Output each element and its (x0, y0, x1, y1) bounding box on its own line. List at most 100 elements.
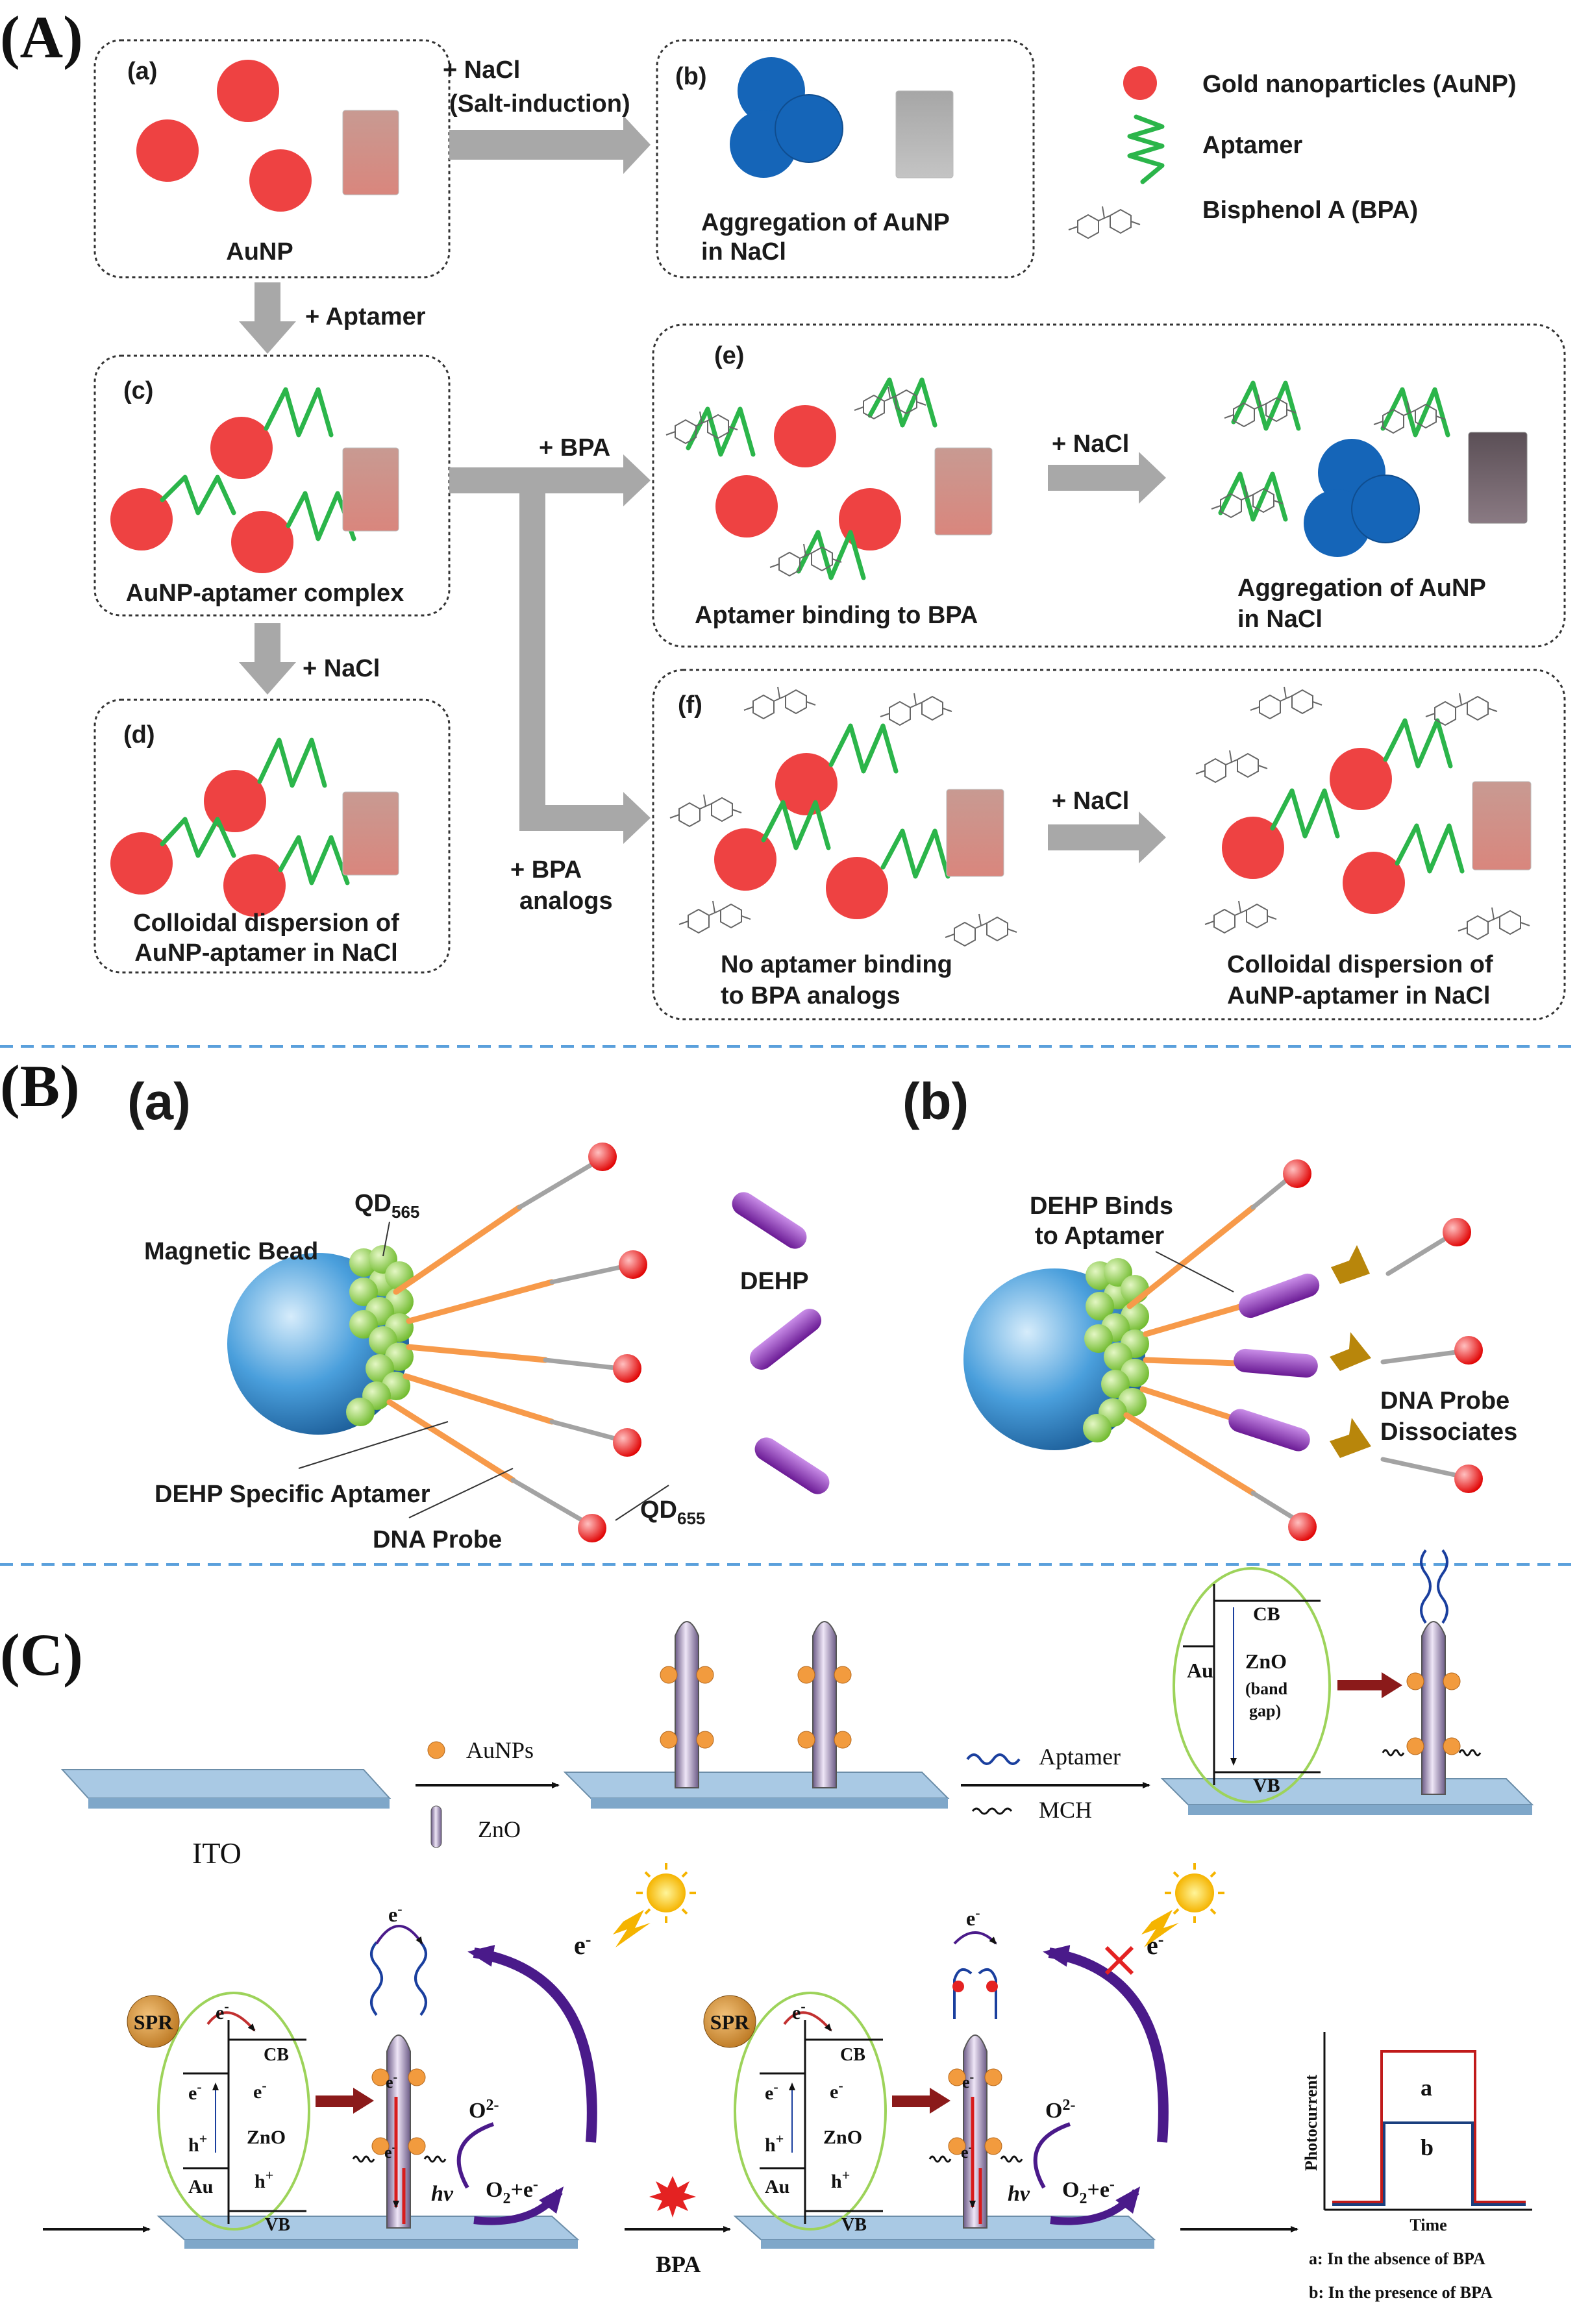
box-e-tag: (e) (714, 342, 744, 369)
legend-bpa-icon (1068, 206, 1141, 239)
zno-legend-icon (430, 1805, 442, 1848)
panel-b-b-tag: (b) (902, 1072, 969, 1130)
legend-gold-icon (1123, 66, 1157, 100)
ito-substrate (563, 1772, 950, 1799)
bpa-arrow-label: BPA (656, 2251, 701, 2277)
band-vb-label: VB (841, 2215, 867, 2235)
band-e-label: e- (792, 1998, 806, 2023)
box-d-caption1: Colloidal dispersion of (133, 909, 399, 937)
aunp-particle (210, 417, 273, 479)
band-diagram-top: CB Au ZnO (band gap) VB (1173, 1567, 1402, 1803)
qd655-label: QD655 (640, 1496, 705, 1528)
bpa-burst-icon (649, 2176, 696, 2218)
qd655-dot (588, 1143, 617, 1171)
bpa-analog-molecule (669, 794, 742, 827)
trace-b (1332, 2121, 1526, 2206)
bpa-analog-molecule (1204, 900, 1277, 933)
electron-arc (953, 1931, 997, 1945)
aunp-particle (839, 488, 901, 550)
aunp-particle (136, 119, 199, 182)
box-f-caption-right2: AuNP-aptamer in NaCl (1227, 982, 1490, 1009)
panel-b-a-tag: (a) (127, 1072, 191, 1130)
vial-red (1472, 781, 1532, 871)
lightning-icon (613, 1910, 651, 1947)
mch-label: MCH (1039, 1797, 1092, 1823)
arrow-f-nacl-label: + NaCl (1052, 787, 1129, 815)
band-h-label: h+ (765, 2131, 784, 2156)
band-e-label: e- (216, 1998, 229, 2023)
magnetic-bead-label: Magnetic Bead (144, 1238, 318, 1265)
ito-label: ITO (192, 1836, 242, 1870)
band-e-label: e- (830, 2077, 843, 2103)
box-d-tag: (d) (123, 721, 155, 748)
panel-a-letter: (A) (0, 4, 83, 70)
box-b-caption1: Aggregation of AuNP (701, 209, 950, 236)
electron-return-arrow (1043, 1945, 1169, 2143)
aptamer-strand (264, 387, 334, 438)
band-h-label: h+ (831, 2167, 850, 2192)
spr-label: SPR (134, 2010, 173, 2034)
panel-c: (C) ITO AuNPs ZnO Aptamer MCH (0, 1549, 1534, 2302)
bpa-analog-molecule (1250, 686, 1322, 719)
o2-plus-label: O2+e- (1062, 2176, 1115, 2207)
trace-a (1332, 2050, 1526, 2203)
arrow-bpa-analogs-label1: + BPA (510, 856, 582, 884)
aptamer-legend-icon (966, 1753, 1021, 1765)
dissociation-arrow (1330, 1332, 1371, 1371)
vial-dark (1468, 432, 1528, 524)
aptamer-strand (1218, 471, 1288, 522)
graph-xlabel: Time (1409, 2216, 1447, 2234)
aunp-particle (110, 832, 173, 895)
sun-icon (1141, 1863, 1224, 1947)
arrow-salt-label2: (Salt-induction) (449, 90, 630, 117)
box-e-caption-right1: Aggregation of AuNP (1237, 575, 1486, 602)
aunp-particle (110, 488, 173, 550)
aunp-particle (204, 770, 266, 832)
aptamer-bound-bpa (978, 1968, 997, 2019)
vial-red (342, 791, 399, 876)
arrow-e-nacl (1048, 465, 1139, 491)
box-c-caption: AuNP-aptamer complex (126, 580, 404, 607)
aptamer-c-label: Aptamer (1039, 1744, 1121, 1770)
legend-bpa-label: Bisphenol A (BPA) (1202, 197, 1418, 224)
aptamer-strand (828, 723, 899, 774)
aunp-particle (1343, 852, 1405, 914)
arrow-salt-label1: + NaCl (443, 56, 520, 84)
band-arrow (353, 2088, 374, 2114)
dissociation-arrow (1330, 1418, 1371, 1458)
dehp-rod (749, 1309, 822, 1370)
band-h-label: h+ (255, 2167, 273, 2192)
bpa-analog-molecule (743, 686, 816, 719)
box-c-tag: (c) (123, 377, 153, 404)
aptamer-strand (867, 377, 938, 428)
box-d-caption2: AuNP-aptamer in NaCl (134, 939, 397, 967)
dehp-rod (1234, 1348, 1318, 1378)
aptamer-strand (1380, 387, 1450, 438)
band-diagram-right: e- CB e- e- h+ ZnO Au h+ VB SPR (703, 1992, 887, 2235)
legend-a: Gold nanoparticles (AuNP) Aptamer Bisphe… (1068, 66, 1516, 239)
aunp-particle (826, 857, 888, 919)
qd655-dot (1454, 1465, 1483, 1493)
panel-a: (A) (a) AuNP + NaCl (Salt-induction) (b) (0, 4, 1566, 1020)
dehp-rod (754, 1437, 830, 1494)
o2-minus-label: O2- (469, 2097, 499, 2123)
aptamer-strand (370, 1941, 383, 2016)
legend-aptamer-label: Aptamer (1202, 132, 1302, 159)
band-vb-label: VB (265, 2215, 290, 2235)
vial-red (342, 110, 399, 195)
box-d: (d) Colloidal dispersion of AuNP-aptamer… (93, 698, 451, 974)
aptamer-strand (761, 800, 831, 850)
arrow-salt: + NaCl (Salt-induction) (443, 56, 651, 174)
qd565-label: QD565 (354, 1190, 419, 1222)
arrow-nacl-down: + NaCl (239, 623, 380, 695)
qd655-dot (613, 1428, 641, 1457)
trace-a-label: a (1421, 2075, 1432, 2101)
rod-e-label: e- (962, 2070, 974, 2092)
electron-label: e- (966, 1905, 980, 1930)
aptamer-strand (160, 817, 236, 858)
aggregate-particle (1351, 475, 1420, 543)
hv-label: hv (1008, 2182, 1030, 2206)
graph-ylabel: Photocurrent (1302, 2075, 1321, 2171)
box-f: (f) No aptamer binding to BPA analogs + … (652, 669, 1566, 1020)
arrow-bpa-branch: + BPA + BPA analogs (449, 434, 651, 915)
